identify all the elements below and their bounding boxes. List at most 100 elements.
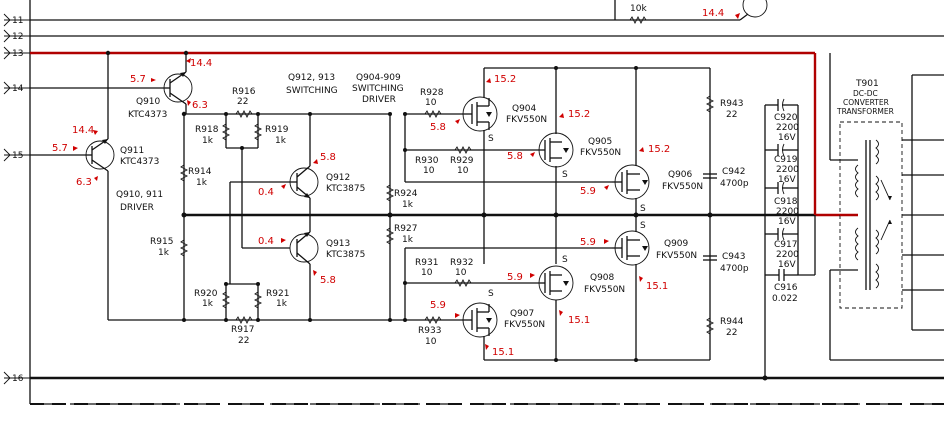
t901-line2: CONVERTER bbox=[843, 98, 889, 107]
q912-913-heading-line2: SWITCHING bbox=[286, 86, 338, 96]
connector-12: 12 bbox=[3, 29, 30, 43]
c942-ref: C942 bbox=[722, 167, 745, 177]
q911-transistor bbox=[85, 50, 115, 320]
c920-ref: C920 bbox=[774, 113, 798, 123]
c916-ref: C916 bbox=[774, 283, 798, 293]
q905-ref: Q905 bbox=[588, 137, 612, 147]
r915-value: 1k bbox=[158, 248, 170, 258]
q909-gate-voltage: 5.9 bbox=[580, 237, 596, 248]
c917-rating: 16V bbox=[778, 260, 796, 270]
r931-value: 10 bbox=[421, 268, 433, 278]
q905-part: FKV550N bbox=[580, 148, 621, 158]
q912-transistor bbox=[289, 114, 319, 215]
connector-15: 15 bbox=[3, 148, 30, 162]
connector-13: 13 bbox=[3, 46, 30, 60]
q904-source-label: S bbox=[488, 134, 494, 144]
q905-gate-voltage: 5.8 bbox=[507, 151, 523, 162]
connector-14-label: 14 bbox=[12, 84, 24, 94]
connector-13-label: 13 bbox=[12, 49, 23, 59]
c918-capacitor bbox=[765, 181, 798, 195]
c917-value: 2200 bbox=[776, 250, 799, 260]
q909-part: FKV550N bbox=[656, 251, 697, 261]
r932-value: 10 bbox=[455, 268, 467, 278]
r921-value: 1k bbox=[276, 299, 288, 309]
q904-909-heading-line2: SWITCHING bbox=[352, 84, 404, 94]
q906-drain-voltage: 15.2 bbox=[648, 144, 670, 155]
r928-value: 10 bbox=[425, 98, 437, 108]
r921-ref: R921 bbox=[266, 289, 289, 299]
q904-ref: Q904 bbox=[512, 104, 537, 114]
connector-15-label: 15 bbox=[12, 151, 23, 161]
c920-rating: 16V bbox=[778, 133, 796, 143]
q910-911-heading-line2: DRIVER bbox=[120, 203, 154, 213]
q904-gate-voltage: 5.8 bbox=[430, 122, 446, 133]
capacitor-bank: C920 2200 16V C919 2200 16V C918 2200 16… bbox=[762, 98, 816, 381]
r914-value: 1k bbox=[196, 178, 208, 188]
q908-source-label: S bbox=[562, 255, 568, 265]
switching-section: Q912, 913 SWITCHING Q912 KTC3875 5.8 0.4 bbox=[258, 73, 365, 322]
q912-base-voltage: 0.4 bbox=[258, 187, 274, 198]
r915-ref: R915 bbox=[150, 237, 173, 247]
c916-value: 0.022 bbox=[772, 294, 798, 304]
r928-ref: R928 bbox=[420, 88, 444, 98]
q910-ref: Q910 bbox=[136, 97, 161, 107]
r916-ref: R916 bbox=[232, 87, 256, 97]
r917-value: 22 bbox=[238, 336, 249, 346]
r929-ref: R929 bbox=[450, 156, 474, 166]
q906-gate-voltage: 5.9 bbox=[580, 186, 596, 197]
q904-mosfet bbox=[462, 96, 498, 132]
c919-ref: C919 bbox=[774, 155, 798, 165]
t901-ref: T901 bbox=[855, 79, 879, 89]
q909-source-label: S bbox=[640, 221, 646, 231]
q907-drain-voltage: 15.1 bbox=[492, 347, 514, 358]
q911-ref: Q911 bbox=[120, 146, 144, 156]
snubber-network: R943 22 C942 4700p C943 4700p R944 22 bbox=[703, 68, 749, 360]
t901-line3: TRANSFORMER bbox=[836, 107, 894, 116]
q910-911-heading-line1: Q910, 911 bbox=[116, 190, 163, 200]
connector-11: 11 bbox=[3, 13, 30, 27]
q906-part: FKV550N bbox=[662, 182, 703, 192]
r920-ref: R920 bbox=[194, 289, 218, 299]
t901-line1: DC-DC bbox=[853, 89, 878, 98]
q906-mosfet bbox=[612, 164, 650, 200]
q909-drain-voltage: 15.1 bbox=[646, 281, 668, 292]
q910-transistor bbox=[163, 50, 193, 114]
top-resistor-value: 10k bbox=[630, 4, 647, 14]
q910-emitter-voltage: 14.4 bbox=[190, 58, 212, 69]
r933-value: 10 bbox=[425, 337, 437, 347]
c917-ref: C917 bbox=[774, 240, 797, 250]
top-voltage: 14.4 bbox=[702, 8, 724, 19]
connector-lines: 11 12 13 14 15 16 bbox=[3, 13, 944, 385]
r918-value: 1k bbox=[202, 136, 214, 146]
q908-part: FKV550N bbox=[584, 285, 625, 295]
connector-16: 16 bbox=[3, 371, 30, 385]
r931-ref: R931 bbox=[415, 258, 438, 268]
q909-mosfet bbox=[612, 230, 650, 266]
connector-14: 14 bbox=[3, 81, 30, 95]
c943-ref: C943 bbox=[722, 252, 745, 262]
c920-value: 2200 bbox=[776, 123, 799, 133]
q912-913-heading-line1: Q912, 913 bbox=[288, 73, 335, 83]
c916-capacitor bbox=[765, 269, 798, 281]
q911-base-voltage: 5.7 bbox=[52, 143, 68, 154]
r930-ref: R930 bbox=[415, 156, 439, 166]
q913-ref: Q913 bbox=[326, 239, 350, 249]
q912-ref: Q912 bbox=[326, 173, 350, 183]
connector-12-label: 12 bbox=[12, 32, 23, 42]
r927-value: 1k bbox=[402, 235, 414, 245]
r924-ref: R924 bbox=[394, 189, 418, 199]
r918-ref: R918 bbox=[195, 125, 219, 135]
c920-capacitor bbox=[765, 98, 798, 112]
r943-value: 22 bbox=[726, 110, 737, 120]
transformer-t901: T901 DC-DC CONVERTER TRANSFORMER bbox=[829, 53, 944, 361]
q906-source-label: S bbox=[640, 204, 646, 214]
left-border bbox=[29, 0, 944, 405]
q904-drain-voltage: 15.2 bbox=[494, 74, 516, 85]
c917-capacitor bbox=[765, 227, 798, 241]
r924-value: 1k bbox=[402, 200, 414, 210]
q907-source-label: S bbox=[488, 289, 494, 299]
q910-part: KTC4373 bbox=[128, 110, 167, 120]
q913-collector-voltage: 5.8 bbox=[320, 275, 336, 286]
c918-ref: C918 bbox=[774, 197, 798, 207]
